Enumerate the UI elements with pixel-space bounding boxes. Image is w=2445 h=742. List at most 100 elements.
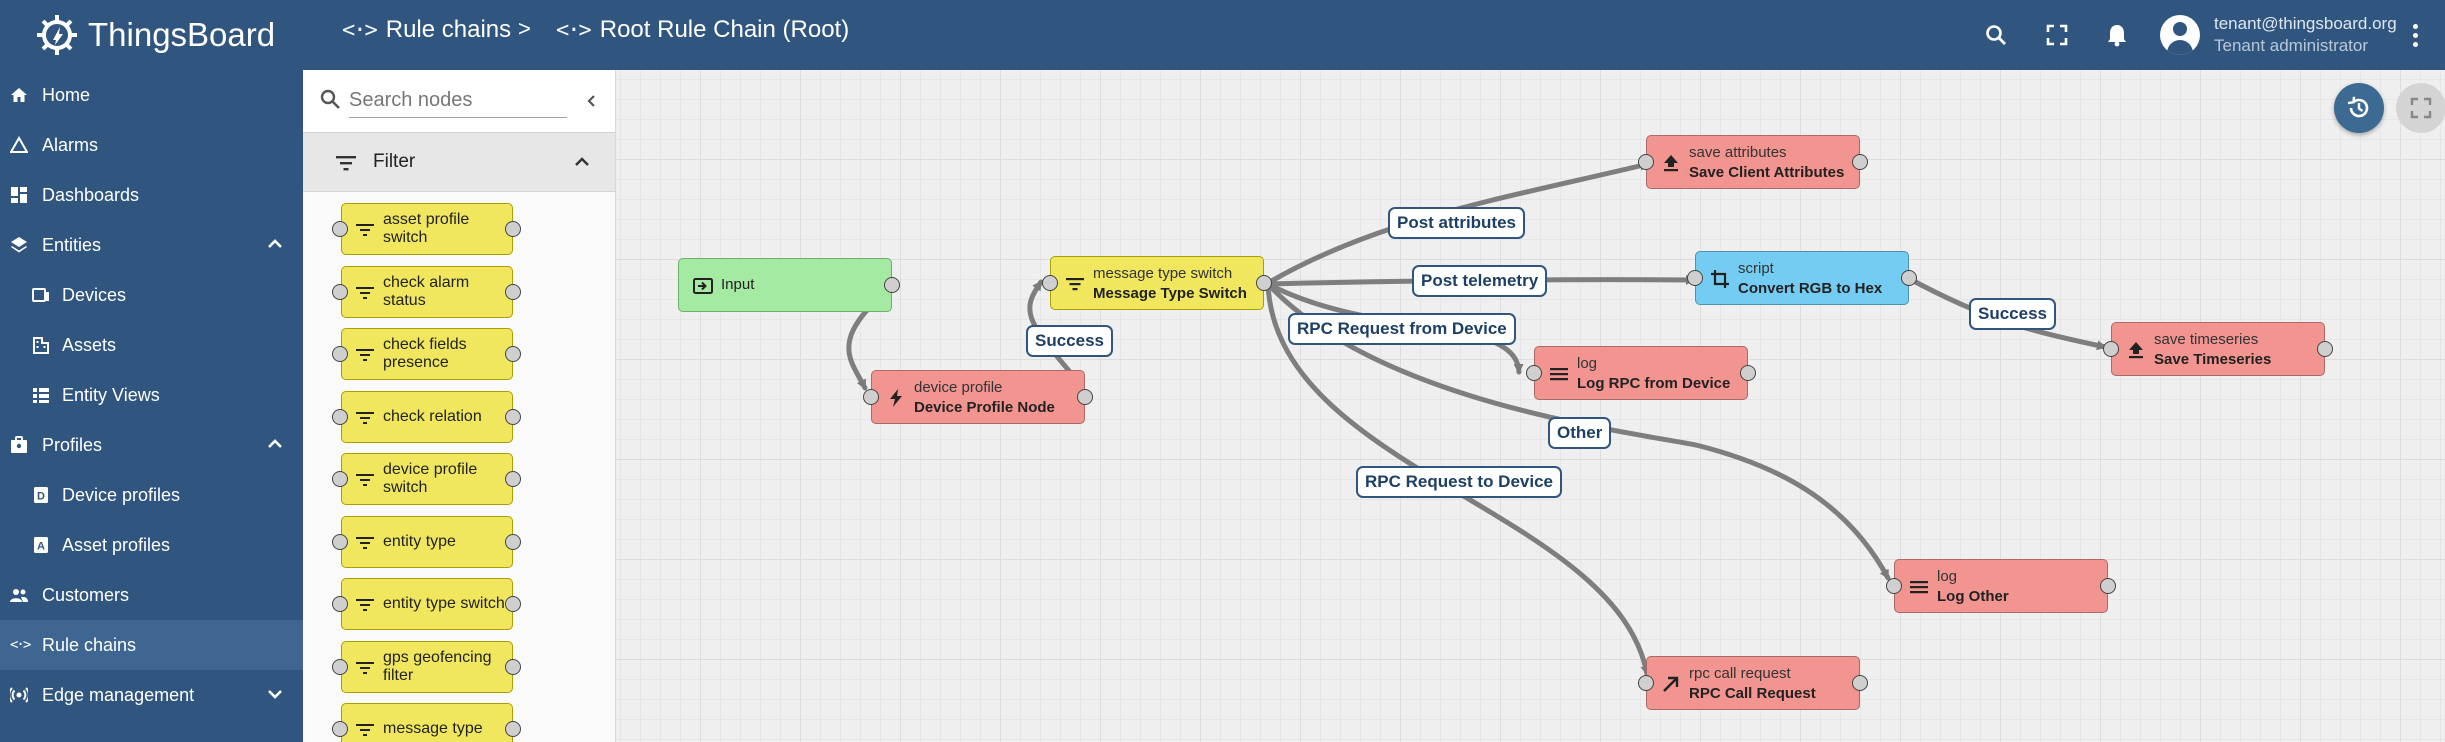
node-log-other[interactable]: log Log Other	[1886, 559, 2116, 613]
node-name: Convert RGB to Hex	[1738, 280, 1883, 297]
palette-node-label: asset profile switch	[383, 211, 470, 246]
input-port	[332, 596, 348, 612]
notifications-button[interactable]	[2096, 14, 2138, 56]
node-input[interactable]: Input	[678, 258, 900, 312]
node-name: RPC Call Request	[1689, 685, 1816, 702]
sidebar-item-customers[interactable]: Customers	[0, 570, 303, 620]
filter-icon	[336, 156, 356, 171]
sidebar-item-asset-profiles[interactable]: A Asset profiles	[0, 520, 303, 570]
input-port[interactable]	[1638, 675, 1654, 691]
node-palette: Filter asset profile switch check alarm s…	[303, 70, 616, 742]
filter-icon	[356, 286, 374, 299]
node-message-type-switch[interactable]: message type switch Message Type Switch	[1042, 256, 1272, 310]
output-port[interactable]	[1740, 365, 1756, 381]
input-port[interactable]	[863, 389, 879, 405]
output-port[interactable]	[1852, 675, 1868, 691]
search-icon	[320, 89, 340, 109]
thingsboard-logo-icon	[37, 15, 77, 55]
sidebar-item-entity-views[interactable]: Entity Views	[0, 370, 303, 420]
filter-icon	[356, 536, 374, 549]
palette-node-label: message type	[383, 720, 483, 737]
sidebar-item-entities[interactable]: Entities	[0, 220, 303, 270]
palette-node-asset-profile-switch[interactable]: asset profile switch	[332, 203, 521, 255]
output-port[interactable]	[1901, 270, 1917, 286]
output-port[interactable]	[1852, 154, 1868, 170]
rule-chains-icon: <·>	[10, 637, 31, 653]
output-port	[505, 658, 521, 675]
palette-node-check-fields-presence[interactable]: check fields presence	[332, 328, 521, 380]
node-name: Log Other	[1937, 588, 2009, 605]
node-type: rpc call request	[1689, 665, 1791, 682]
sidebar-item-rule-chains[interactable]: <·> Rule chains	[0, 620, 303, 670]
history-icon	[2347, 96, 2369, 118]
filter-section-header[interactable]: Filter	[303, 132, 615, 192]
rule-chain-canvas[interactable]: Input device profile Device Profile Node…	[616, 70, 2445, 742]
node-log-rpc[interactable]: log Log RPC from Device	[1526, 346, 1756, 400]
palette-node-entity-type-switch[interactable]: entity type switch	[332, 578, 521, 630]
node-save-attributes[interactable]: save attributes Save Client Attributes	[1638, 135, 1868, 189]
node-rpc-call-request[interactable]: rpc call request RPC Call Request	[1638, 656, 1868, 710]
edge-label-success[interactable]: Success	[1969, 298, 2056, 330]
output-port[interactable]	[2317, 341, 2333, 357]
edge-label-post-telemetry[interactable]: Post telemetry	[1412, 265, 1548, 297]
input-port[interactable]	[2103, 341, 2119, 357]
edge-label-rpc-from-device[interactable]: RPC Request from Device	[1288, 313, 1516, 345]
edge-label-other[interactable]: Other	[1548, 417, 1612, 449]
input-port[interactable]	[1687, 270, 1703, 286]
output-port[interactable]	[2100, 578, 2116, 594]
palette-node-entity-type[interactable]: entity type	[332, 515, 521, 568]
sidebar-item-device-profiles[interactable]: D Device profiles	[0, 470, 303, 520]
edge-label-post-attributes[interactable]: Post attributes	[1388, 207, 1526, 239]
sidebar-item-dashboards[interactable]: Dashboards	[0, 170, 303, 220]
sidebar-item-label: Assets	[62, 334, 117, 355]
sidebar-item-assets[interactable]: Assets	[0, 320, 303, 370]
sidebar-item-alarms[interactable]: Alarms	[0, 120, 303, 170]
output-port[interactable]	[1256, 275, 1272, 291]
breadcrumb-rule-chains[interactable]: <·> Rule chains	[342, 16, 511, 44]
palette-node-gps-geofencing-filter[interactable]: gps geofencing filter	[332, 640, 521, 693]
output-port	[505, 471, 521, 487]
input-port[interactable]	[1042, 275, 1058, 291]
user-menu[interactable]: tenant@thingsboard.org Tenant administra…	[2160, 7, 2397, 63]
input-port[interactable]	[1526, 365, 1542, 381]
palette-node-check-alarm-status[interactable]: check alarm status	[332, 265, 521, 318]
sidebar-item-devices[interactable]: Devices	[0, 270, 303, 320]
edge-label-success[interactable]: Success	[1026, 325, 1113, 357]
more-vert-button[interactable]	[2400, 14, 2430, 56]
search-nodes-input[interactable]	[349, 84, 567, 118]
sidebar-item-edge-management[interactable]: Edge management	[0, 670, 303, 720]
input-port[interactable]	[1886, 578, 1902, 594]
node-script[interactable]: script Convert RGB to Hex	[1687, 251, 1917, 305]
bolt-icon	[890, 389, 902, 407]
svg-text:D: D	[37, 491, 45, 503]
fullscreen-button[interactable]	[2036, 14, 2078, 56]
logo[interactable]: ThingsBoard	[34, 8, 275, 62]
output-port	[505, 346, 521, 362]
chevron-left-icon	[587, 95, 595, 107]
node-save-timeseries[interactable]: save timeseries Save Timeseries	[2103, 322, 2333, 376]
sidebar-item-label: Profiles	[42, 434, 103, 455]
output-port[interactable]	[884, 277, 900, 293]
edge-label-rpc-to-device[interactable]: RPC Request to Device	[1356, 466, 1562, 498]
input-port[interactable]	[1638, 154, 1654, 170]
rule-chains-icon: <·>	[342, 17, 378, 43]
sidebar-item-label: Dashboards	[42, 184, 140, 205]
version-history-button[interactable]	[2334, 83, 2384, 133]
menu-lines-icon	[1550, 368, 1568, 381]
output-port	[505, 721, 521, 737]
sidebar-item-home[interactable]: Home	[0, 70, 303, 120]
fullscreen-icon	[2046, 24, 2068, 46]
search-button[interactable]	[1975, 14, 2017, 56]
canvas-fullscreen-button[interactable]	[2396, 83, 2445, 133]
sidebar-item-profiles[interactable]: Profiles	[0, 420, 303, 470]
logo-text: ThingsBoard	[88, 16, 276, 53]
palette-node-check-relation[interactable]: check relation	[332, 390, 521, 443]
collapse-palette-button[interactable]	[579, 88, 605, 114]
output-port	[505, 596, 521, 612]
node-type: device profile	[914, 379, 1003, 396]
palette-node-message-type[interactable]: message type	[332, 703, 521, 742]
palette-node-device-profile-switch[interactable]: device profile switch	[332, 453, 521, 505]
output-port[interactable]	[1077, 389, 1093, 405]
node-type: save timeseries	[2154, 331, 2259, 348]
node-device-profile[interactable]: device profile Device Profile Node	[863, 370, 1093, 424]
